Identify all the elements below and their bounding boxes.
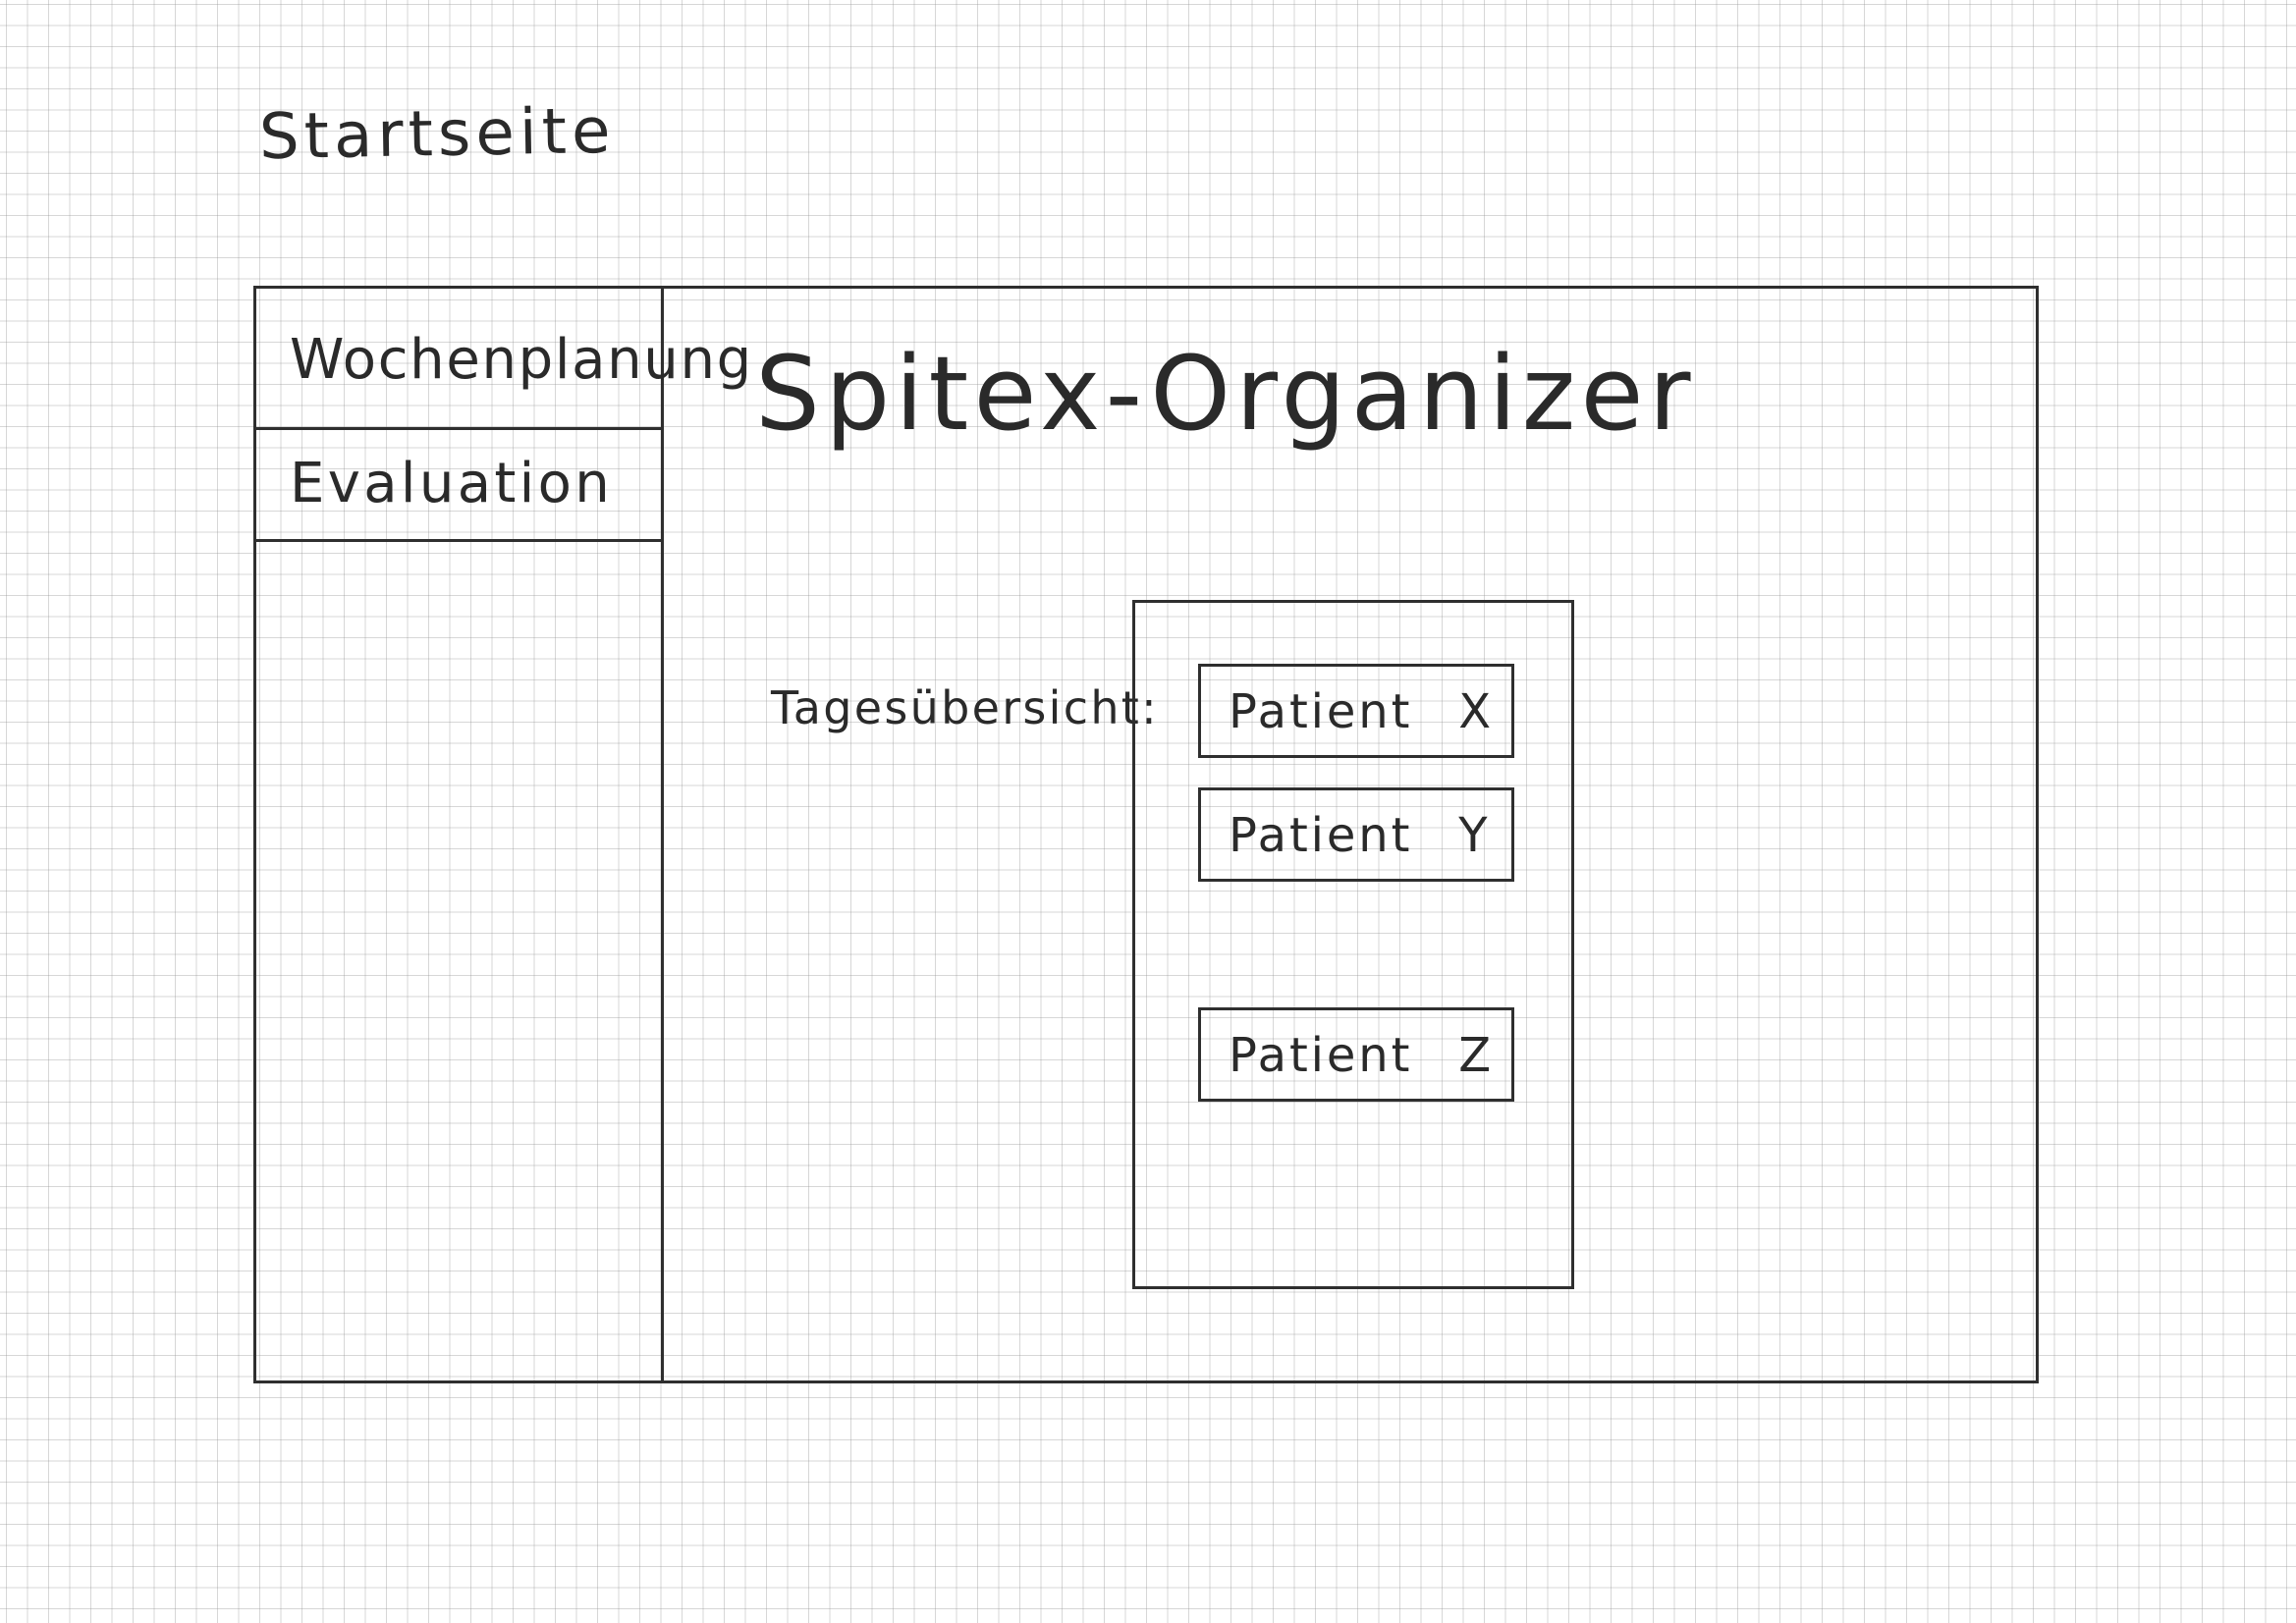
app-window: Wochenplanung Evaluation Spitex-Organize… xyxy=(253,286,2039,1383)
patient-label: Patient Z xyxy=(1229,1028,1494,1083)
sidebar-item-wochenplanung[interactable]: Wochenplanung xyxy=(256,289,751,430)
sidebar-item-evaluation[interactable]: Evaluation xyxy=(256,430,664,542)
daily-overview-panel: Patient X Patient Y Patient Z xyxy=(1132,600,1574,1289)
app-title: Spitex-Organizer xyxy=(755,334,1696,454)
patient-item-y[interactable]: Patient Y xyxy=(1198,787,1514,882)
patient-label: Patient Y xyxy=(1229,808,1491,863)
daily-overview-label: Tagesübersicht: xyxy=(771,681,1159,734)
sidebar-item-label: Wochenplanung xyxy=(290,328,753,392)
patient-item-x[interactable]: Patient X xyxy=(1198,664,1514,758)
sidebar-item-label: Evaluation xyxy=(290,452,614,515)
patient-label: Patient X xyxy=(1229,684,1494,739)
patient-item-z[interactable]: Patient Z xyxy=(1198,1007,1514,1102)
page-title: Startseite xyxy=(258,94,617,175)
sidebar: Wochenplanung Evaluation xyxy=(256,289,751,1380)
